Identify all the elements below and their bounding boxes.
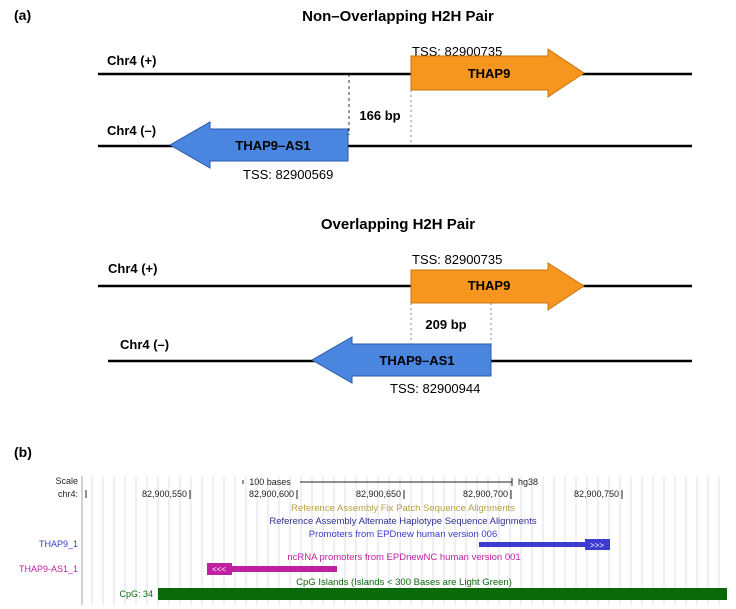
overlapping-title: Overlapping H2H Pair xyxy=(321,216,475,233)
plus-strand-label: Chr4 (+) xyxy=(107,53,156,68)
non-overlapping-title: Non–Overlapping H2H Pair xyxy=(302,8,494,25)
ncrna-track-title: ncRNA promoters from EPDnewNC human vers… xyxy=(287,552,520,563)
ruler-tick-label: 82,900,750 xyxy=(574,489,619,499)
minus-strand-label: Chr4 (–) xyxy=(107,123,156,138)
thap9-as1-feature-thick xyxy=(207,563,232,575)
minus-tss-label: TSS: 82900944 xyxy=(390,381,480,396)
thap9-as1-arrow xyxy=(168,121,349,169)
thap9-feature-thin xyxy=(479,542,585,547)
thap9-as1-arrow xyxy=(310,336,492,384)
chrom-label: chr4: xyxy=(58,489,78,499)
plus-strand-label: Chr4 (+) xyxy=(108,261,157,276)
browser-grid xyxy=(91,476,720,605)
thap9-arrow-label: THAP9 xyxy=(468,278,511,293)
fix-patch-track-title: Reference Assembly Fix Patch Sequence Al… xyxy=(291,503,515,514)
minus-strand-label: Chr4 (–) xyxy=(120,337,169,352)
plus-tss-label: TSS: 82900735 xyxy=(412,44,502,59)
cpg-feature-label: CpG: 34 xyxy=(119,589,153,599)
overlapping-diagram: Overlapping H2H Pair Chr4 (+) TSS: 82900… xyxy=(98,216,692,396)
epd-track-title: Promoters from EPDnew human version 006 xyxy=(309,529,498,540)
cpg-track-title: CpG Islands (Islands < 300 Bases are Lig… xyxy=(296,577,512,588)
thap9-arrow xyxy=(410,48,585,98)
thap9-arrow-label: THAP9 xyxy=(468,66,511,81)
panel-b-label: (b) xyxy=(14,444,32,460)
plus-tss-label: TSS: 82900735 xyxy=(412,252,502,267)
panel-a-label: (a) xyxy=(14,7,31,23)
non-overlapping-diagram: Non–Overlapping H2H Pair Chr4 (+) TSS: 8… xyxy=(98,8,692,182)
thap9-as1-strand-arrows: <<< xyxy=(212,565,226,574)
thap9-arrow xyxy=(410,262,585,311)
assembly-label: hg38 xyxy=(518,477,538,487)
cpg-island-bar xyxy=(158,588,727,600)
alt-haplotype-track-title: Reference Assembly Alternate Haplotype S… xyxy=(269,516,536,527)
thap9-as1-feature-label: THAP9-AS1_1 xyxy=(19,564,78,574)
ruler-tick-label: 82,900,700 xyxy=(463,489,508,499)
thap9-as1-arrow-label: THAP9–AS1 xyxy=(379,353,454,368)
scale-bar-text: 100 bases xyxy=(249,477,291,487)
thap9-as1-feature-thin xyxy=(232,566,337,572)
ruler-ticks: 82,900,550 82,900,600 82,900,650 82,900,700… xyxy=(142,489,623,499)
minus-tss-label: TSS: 82900569 xyxy=(243,167,333,182)
distance-label: 209 bp xyxy=(425,317,466,332)
thap9-feature-label: THAP9_1 xyxy=(39,539,78,549)
distance-label: 166 bp xyxy=(359,108,400,123)
thap9-feature-thick xyxy=(585,539,610,550)
ruler-tick-label: 82,900,650 xyxy=(356,489,401,499)
scale-label: Scale xyxy=(55,476,78,486)
ruler-tick-label: 82,900,600 xyxy=(249,489,294,499)
ruler-tick-label: 82,900,550 xyxy=(142,489,187,499)
thap9-as1-arrow-label: THAP9–AS1 xyxy=(235,138,310,153)
thap9-strand-arrows: >>> xyxy=(590,541,604,550)
